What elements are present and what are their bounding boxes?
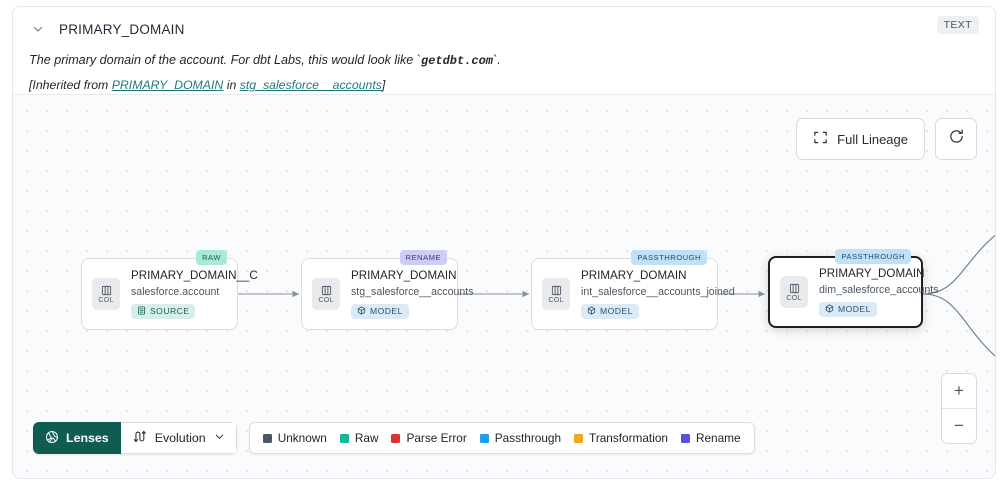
legend-label: Rename — [695, 431, 741, 445]
inherited-suffix: ] — [381, 78, 386, 93]
node-kind-badge: MODEL — [819, 301, 877, 317]
description-text-post: `. — [493, 53, 501, 67]
node-title: PRIMARY_DOMAIN__C — [131, 268, 258, 282]
database-icon — [137, 305, 146, 317]
zoom-divider — [942, 408, 976, 409]
refresh-icon — [948, 128, 965, 150]
evolution-icon — [132, 429, 147, 447]
full-lineage-button[interactable]: Full Lineage — [796, 118, 925, 160]
type-badge: TEXT — [936, 16, 979, 34]
lineage-node[interactable]: PASSTHROUGH COL PRIMARY_DOMAIN int_sales… — [531, 250, 735, 330]
zoom-in-button[interactable]: + — [942, 374, 976, 408]
node-tag: PASSTHROUGH — [631, 250, 707, 265]
inherited-column-link[interactable]: PRIMARY_DOMAIN — [111, 78, 224, 93]
legend-label: Passthrough — [494, 431, 562, 445]
description-text-pre: The primary domain of the account. For d… — [29, 53, 421, 67]
full-lineage-label: Full Lineage — [837, 131, 908, 147]
node-kind-badge: MODEL — [581, 303, 639, 319]
legend-item: Passthrough — [479, 431, 562, 445]
inherited-from-note: [Inherited from PRIMARY_DOMAIN in stg_sa… — [29, 78, 979, 92]
lineage-node[interactable]: RENAME COL PRIMARY_DOMAIN stg_salesforce… — [301, 250, 474, 330]
node-kind-label: MODEL — [600, 306, 633, 316]
node-title: PRIMARY_DOMAIN — [819, 266, 925, 280]
legend-swatch — [339, 433, 349, 443]
lenses-group: Lenses Evolution — [33, 422, 237, 454]
node-title: PRIMARY_DOMAIN — [581, 268, 687, 282]
inherited-prefix: [Inherited from — [29, 78, 112, 93]
node-kind-badge: SOURCE — [131, 303, 196, 319]
node-subtitle: dim_salesforce_accounts — [819, 283, 939, 296]
evolution-dropdown[interactable]: Evolution — [120, 422, 237, 454]
column-icon: COL — [92, 278, 120, 310]
inherited-model-link[interactable]: stg_salesforce__accounts — [239, 78, 382, 93]
node-tag: PASSTHROUGH — [835, 249, 911, 264]
legend-swatch — [479, 433, 489, 443]
lineage-node-selected[interactable]: PASSTHROUGH COL PRIMARY_DOMAIN dim_sales… — [768, 249, 939, 328]
expand-icon — [813, 130, 828, 148]
zoom-controls: + − — [941, 373, 977, 444]
column-badge-label: COL — [98, 296, 114, 304]
canvas-bottom-bar: Lenses Evolution Unknown — [33, 422, 755, 454]
cube-icon — [825, 303, 834, 315]
legend-label: Parse Error — [406, 431, 467, 445]
chevron-down-icon — [214, 431, 225, 445]
page-title: PRIMARY_DOMAIN — [59, 21, 185, 37]
column-badge-label: COL — [786, 294, 802, 302]
lenses-label: Lenses — [66, 431, 109, 445]
column-badge-label: COL — [318, 296, 334, 304]
node-tag: RENAME — [399, 250, 447, 265]
node-subtitle: salesforce.account — [131, 285, 220, 298]
column-badge-label: COL — [548, 296, 564, 304]
column-detail-panel: PRIMARY_DOMAIN TEXT The primary domain o… — [12, 6, 996, 479]
node-kind-label: MODEL — [370, 306, 403, 316]
chevron-down-icon[interactable] — [29, 20, 47, 38]
node-tag: RAW — [196, 250, 227, 265]
node-kind-label: MODEL — [838, 304, 871, 314]
description-code: getdbt.com — [421, 54, 494, 68]
node-subtitle: int_salesforce__accounts_joined — [581, 285, 735, 298]
panel-header: PRIMARY_DOMAIN TEXT The primary domain o… — [13, 7, 995, 92]
column-icon: COL — [780, 276, 808, 308]
legend-item: Unknown — [262, 431, 327, 445]
legend-item: Parse Error — [391, 431, 467, 445]
evolution-label: Evolution — [154, 431, 206, 445]
cube-icon — [587, 305, 596, 317]
node-subtitle: stg_salesforce__accounts — [351, 285, 474, 298]
legend-item: Transformation — [574, 431, 668, 445]
cube-icon — [357, 305, 366, 317]
legend-label: Raw — [354, 431, 379, 445]
legend-swatch — [262, 433, 272, 443]
canvas-top-controls: Full Lineage — [796, 118, 977, 160]
column-icon: COL — [542, 278, 570, 310]
lineage-legend: Unknown Raw Parse Error Passthrough Tran… — [248, 422, 755, 454]
lineage-node[interactable]: RAW COL PRIMARY_DOMAIN__C salesforce.acc… — [81, 250, 258, 330]
node-kind-label: SOURCE — [150, 306, 190, 316]
inherited-mid: in — [223, 78, 240, 93]
legend-swatch — [680, 433, 690, 443]
legend-label: Transformation — [589, 431, 668, 445]
column-description: The primary domain of the account. For d… — [29, 52, 979, 69]
node-kind-badge: MODEL — [351, 303, 409, 319]
lenses-button[interactable]: Lenses — [33, 422, 121, 454]
column-icon: COL — [312, 278, 340, 310]
aperture-icon — [45, 430, 59, 447]
legend-swatch — [391, 433, 401, 443]
node-title: PRIMARY_DOMAIN — [351, 268, 457, 282]
legend-swatch — [574, 433, 584, 443]
refresh-button[interactable] — [935, 118, 977, 160]
legend-item: Raw — [339, 431, 379, 445]
legend-label: Unknown — [277, 431, 327, 445]
legend-item: Rename — [680, 431, 741, 445]
zoom-out-button[interactable]: − — [942, 409, 976, 443]
lineage-canvas[interactable]: Full Lineage RAW COL PRIMARY_DOMAIN__C — [13, 94, 995, 478]
